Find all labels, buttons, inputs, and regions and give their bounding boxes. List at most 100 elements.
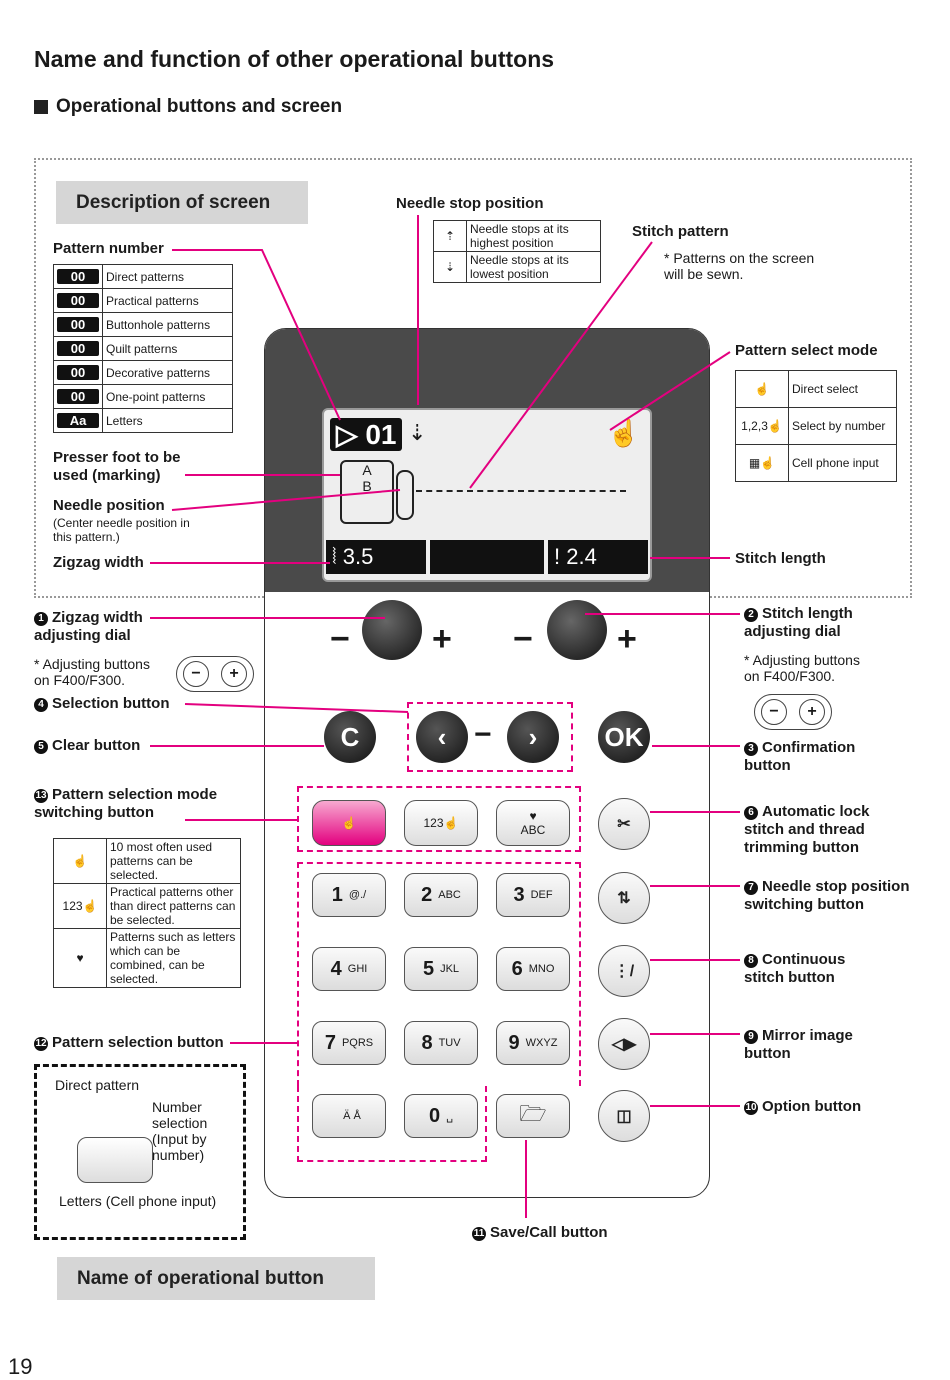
- key-letters: JKL: [440, 963, 460, 975]
- clear-button[interactable]: C: [324, 711, 376, 763]
- inset-key-icon: [77, 1137, 153, 1183]
- key-number: 8: [421, 1031, 433, 1054]
- label-b10-text: Option button: [762, 1098, 862, 1115]
- mirror-image-button[interactable]: ◁▶: [598, 1018, 650, 1070]
- key-number: 9: [508, 1031, 520, 1054]
- label-b12-text: Pattern selection button: [52, 1034, 224, 1051]
- minus-icon: −: [513, 620, 533, 658]
- plus-button[interactable]: +: [799, 699, 825, 725]
- b1-note: * Adjusting buttons on F400/F300.: [34, 656, 150, 688]
- minus-button[interactable]: −: [183, 661, 209, 687]
- keypad-key-7[interactable]: 7 PQRS: [312, 1021, 386, 1065]
- b2-note: * Adjusting buttons on F400/F300.: [744, 652, 860, 684]
- key-number: 4: [330, 957, 342, 980]
- needle-up-icon: ⇡: [433, 220, 467, 252]
- zigzag-width-label: Zigzag width: [53, 554, 144, 571]
- key-number: 7: [324, 1031, 336, 1054]
- stitch-length-dial[interactable]: [547, 600, 607, 660]
- ok-button[interactable]: OK: [598, 711, 650, 763]
- operational-button-heading: Name of operational button: [57, 1257, 375, 1300]
- letter-mode-button[interactable]: ♥ABC: [496, 800, 570, 846]
- pattern-badge-icon: 00: [57, 389, 99, 404]
- leader-line: [609, 351, 731, 431]
- lcd-needle-position-icon: [396, 470, 414, 520]
- key-number: 5: [422, 957, 435, 980]
- needle-stop-label: Needle stop position: [396, 195, 544, 212]
- width-adjust-buttons[interactable]: −+: [176, 656, 254, 692]
- needle-position-sub: (Center needle position in this pattern.…: [53, 516, 190, 544]
- needle-stop-button[interactable]: ⇅: [598, 872, 650, 924]
- keypad-key-1[interactable]: 1@./: [312, 873, 386, 917]
- pattern-badge-icon: 00: [57, 317, 99, 332]
- inset-number-label: Number selection (Input by number): [152, 1099, 208, 1163]
- lcd-mid-box: [430, 540, 544, 574]
- key-letters: DEF: [530, 889, 553, 901]
- cell-phone-icon: ▦☝: [735, 444, 789, 482]
- length-adjust-buttons[interactable]: −+: [754, 694, 832, 730]
- label-b13-text: Pattern selection mode switching button: [34, 786, 218, 821]
- key-letters: PQRS: [341, 1037, 374, 1049]
- plus-button[interactable]: +: [221, 661, 247, 687]
- number-mode-button[interactable]: 123☝: [404, 800, 478, 846]
- key-letters: @./: [348, 889, 367, 901]
- plus-icon: +: [432, 620, 452, 658]
- direct-mode-button[interactable]: ☝: [312, 800, 386, 846]
- pattern-select-mode-label: Pattern select mode: [735, 342, 878, 359]
- needle-stop-table: ⇡Needle stops at its highest position ⇣N…: [433, 220, 601, 283]
- direct-mode-icon: ☝: [53, 838, 107, 884]
- continuous-stitch-button[interactable]: ⋮/: [598, 945, 650, 997]
- key-number: 6: [511, 957, 523, 980]
- keypad-highlight: [297, 862, 581, 1086]
- save-call-button[interactable]: 🗁: [496, 1094, 570, 1138]
- square-bullet-icon: [34, 100, 48, 114]
- stitch-length-label: Stitch length: [735, 550, 826, 567]
- pattern-select-mode-table: ☝Direct select 1,2,3☝Select by number ▦☝…: [735, 370, 897, 482]
- screen-description-heading: Description of screen: [56, 181, 308, 224]
- keypad-highlight-bottom: [297, 1086, 487, 1162]
- zigzag-width-dial[interactable]: [362, 600, 422, 660]
- select-right-button[interactable]: ›: [507, 711, 559, 763]
- dash-icon: −: [474, 718, 492, 751]
- lcd-needle-stop-icon: ⇣: [408, 420, 427, 445]
- stitch-pattern-label: Stitch pattern: [632, 223, 729, 240]
- key-letters: GHI: [347, 963, 368, 975]
- lock-stitch-trim-button[interactable]: ✂: [598, 798, 650, 850]
- number-mode-label: 123: [423, 816, 444, 830]
- key-letters: ␣: [446, 1110, 454, 1123]
- selection-highlight: [407, 702, 573, 772]
- section-heading-text: Operational buttons and screen: [56, 96, 343, 117]
- minus-button[interactable]: −: [761, 699, 787, 725]
- label-b3-text: Confirmation button: [744, 739, 856, 774]
- label-b2-text: Stitch length adjusting dial: [744, 605, 853, 640]
- select-mode-row: Select by number: [788, 407, 897, 445]
- pattern-badge-icon: Aa: [57, 413, 99, 428]
- keypad-key-umlaut[interactable]: Ä Å: [312, 1094, 386, 1138]
- leader-line: [184, 703, 409, 713]
- pattern-type-label: One-point patterns: [102, 384, 233, 409]
- keypad-key-4[interactable]: 4 GHI: [312, 947, 386, 991]
- lcd-width-box: ⦚ 3.5: [326, 540, 426, 574]
- pattern-badge-icon: 00: [57, 293, 99, 308]
- select-left-button[interactable]: ‹: [416, 711, 468, 763]
- page-number: 19: [8, 1354, 33, 1379]
- option-button[interactable]: ◫: [598, 1090, 650, 1142]
- keypad-key-0[interactable]: 0␣: [404, 1094, 478, 1138]
- keypad-key-5[interactable]: 5 JKL: [404, 947, 478, 991]
- mode-highlight: [297, 786, 581, 852]
- pattern-badge-icon: 00: [57, 341, 99, 356]
